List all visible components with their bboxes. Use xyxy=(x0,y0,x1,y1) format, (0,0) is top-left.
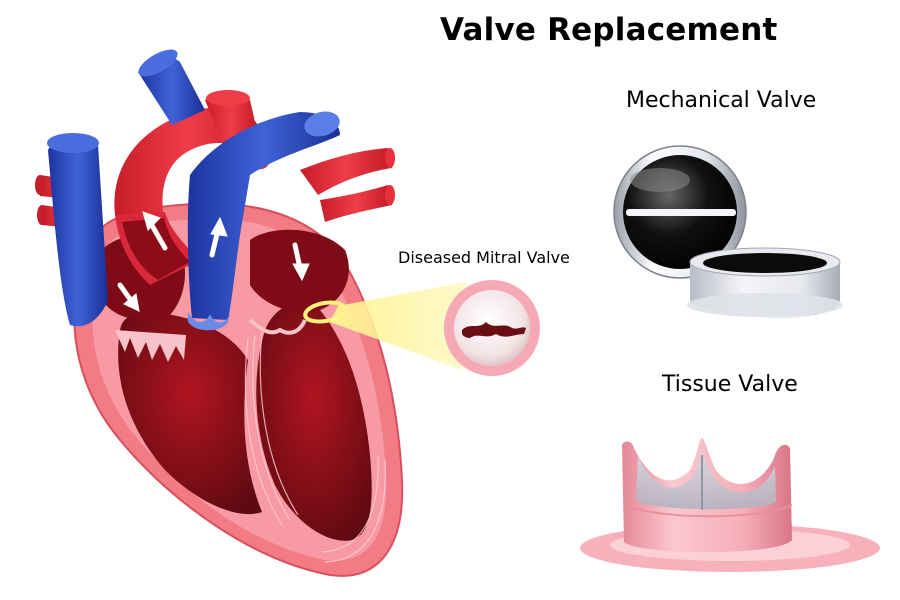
heart-illustration xyxy=(35,49,404,577)
pulmonary-trunk xyxy=(187,112,340,320)
flow-arrow-head-icon xyxy=(123,293,140,312)
vessel-opening xyxy=(206,90,250,106)
vessel-opening xyxy=(385,185,395,205)
diseased-mitral-valve-label: Diseased Mitral Valve xyxy=(398,248,570,267)
page-title: Valve Replacement xyxy=(440,12,778,48)
vena-cava-opening xyxy=(47,133,99,153)
tissue-valve-leaflets xyxy=(636,450,776,510)
flow-arrow-head-icon xyxy=(292,263,310,282)
tricuspid-valve xyxy=(115,330,186,362)
pulmonary-vein-right xyxy=(300,148,392,195)
pulmonary-vein-right-lower xyxy=(320,185,392,222)
mechanical-valve-bar xyxy=(626,209,736,216)
outer-wall-fibers xyxy=(321,454,386,563)
superior-vena-cava xyxy=(48,135,108,327)
aorta-dark-inner xyxy=(122,218,190,280)
zoom-beam xyxy=(330,282,466,370)
tissue-valve-illustration xyxy=(580,438,880,572)
mechanical-valve-opening xyxy=(703,253,827,273)
flow-arrow-head-icon xyxy=(210,216,228,237)
vessel-opening xyxy=(385,148,395,168)
blood-flow-arrows xyxy=(117,211,310,312)
mechanical-valve-illustration xyxy=(613,145,843,319)
diseased-valve-gap xyxy=(462,322,526,338)
pulmonary-trunk-opening xyxy=(304,111,340,137)
septum-fibers xyxy=(244,331,299,526)
disc-reflection xyxy=(630,168,690,192)
tissue-valve-rim-line xyxy=(623,504,793,518)
tissue-valve-label: Tissue Valve xyxy=(662,372,798,397)
mitral-valve-leaflets xyxy=(248,318,307,335)
flow-arrow-head-icon xyxy=(142,211,161,231)
vessel-opening xyxy=(37,205,47,225)
flow-arrow-icon xyxy=(147,219,168,251)
zoom-callout xyxy=(330,280,540,376)
right-ventricle xyxy=(118,312,262,515)
mechanical-valve-label: Mechanical Valve xyxy=(626,88,817,113)
pulmonary-valve xyxy=(188,312,230,331)
left-ventricle xyxy=(256,302,372,541)
vessel-opening xyxy=(138,49,178,77)
mechanical-valve-base xyxy=(687,293,843,317)
vessel-opening xyxy=(35,175,45,195)
